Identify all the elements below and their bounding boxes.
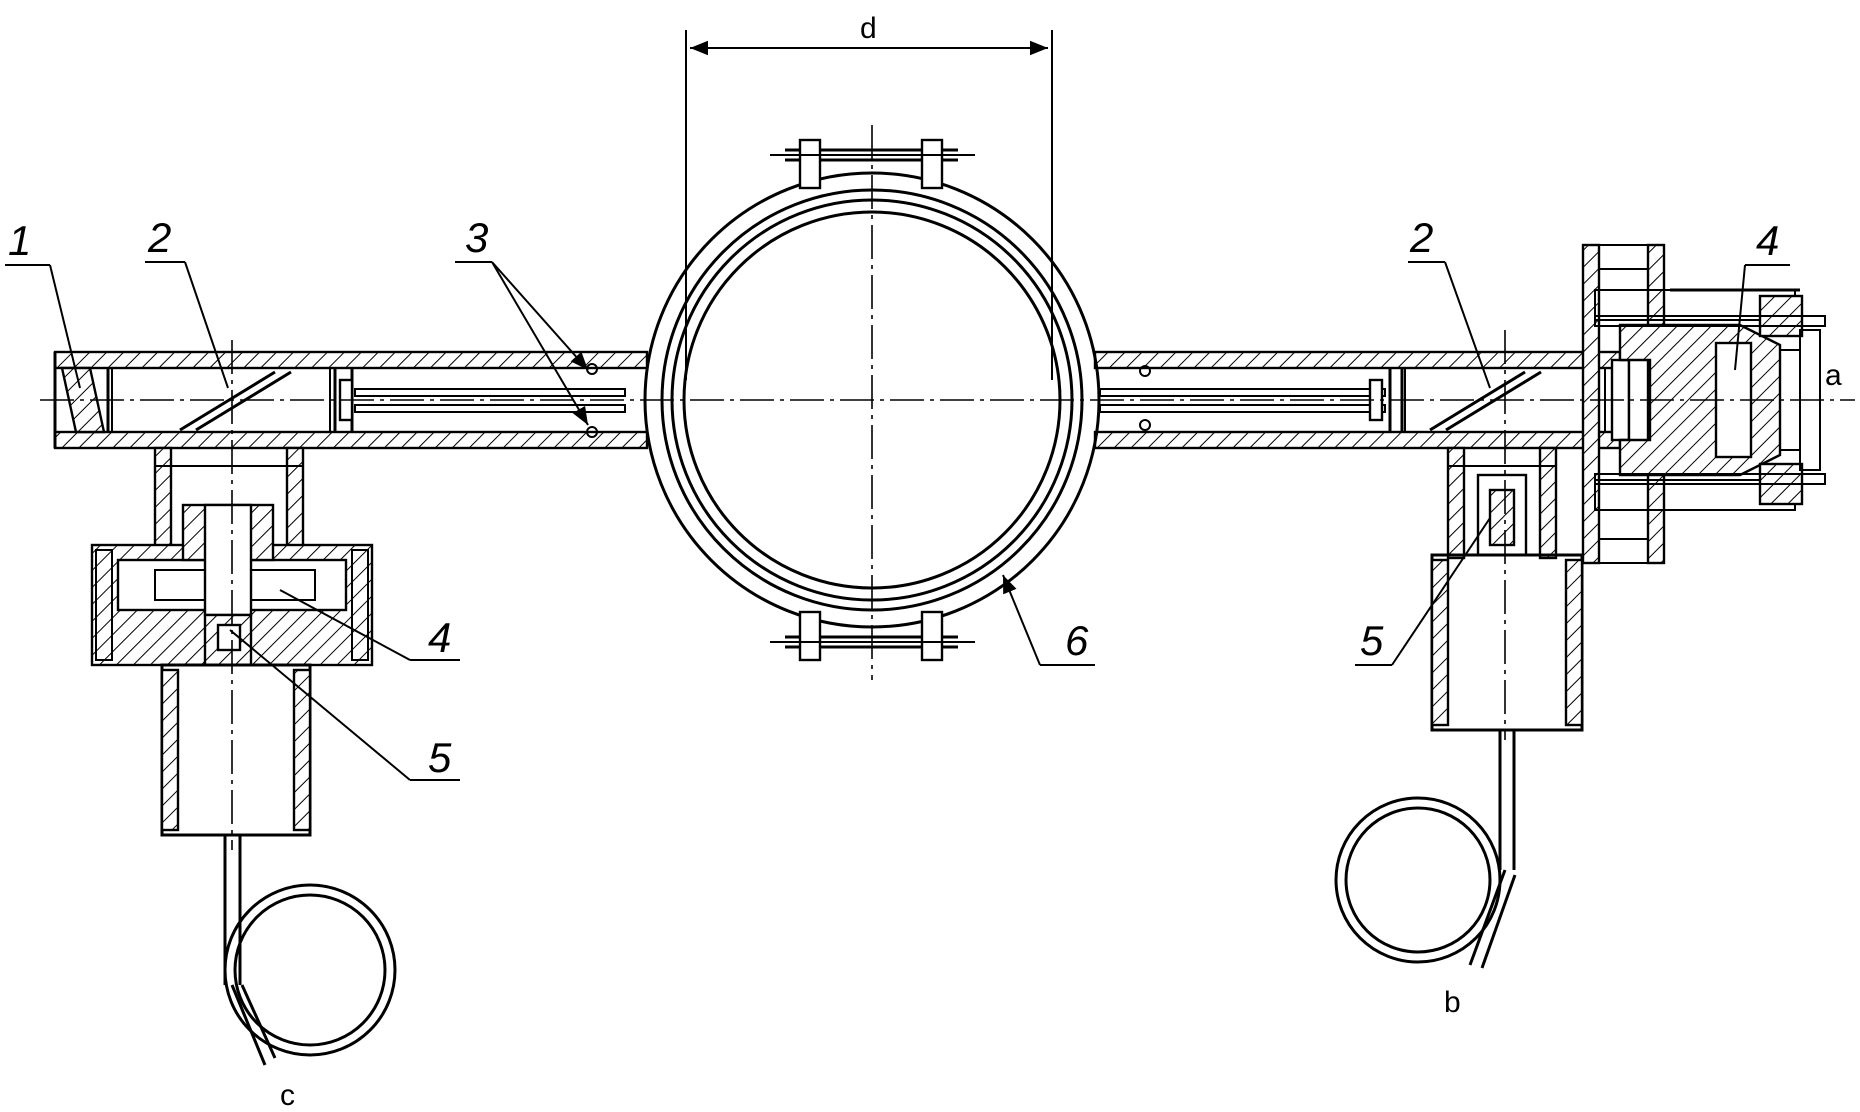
leader-lines xyxy=(5,261,1790,781)
label-a: a xyxy=(1825,359,1842,392)
left-cable-coil xyxy=(223,883,397,1066)
letter-labels: d a b c xyxy=(280,12,1842,1112)
center-lines xyxy=(40,125,1855,850)
guide-bars-right xyxy=(1099,365,1386,431)
left-branch-tube xyxy=(153,446,305,550)
label-part-4-right: 4 xyxy=(1756,217,1779,264)
label-d: d xyxy=(860,12,877,45)
label-part-3: 3 xyxy=(465,214,488,261)
label-b: b xyxy=(1444,986,1461,1019)
right-end-assembly-part-4 xyxy=(1581,243,1826,565)
dimension-d xyxy=(685,30,1053,380)
right-branch-tube xyxy=(1446,446,1558,560)
label-part-2-right: 2 xyxy=(1409,214,1433,261)
label-part-5-left: 5 xyxy=(428,734,452,781)
left-detector-housing xyxy=(160,663,312,985)
label-part-4-left: 4 xyxy=(428,614,451,661)
label-c: c xyxy=(280,1079,295,1112)
label-part-6: 6 xyxy=(1065,617,1089,664)
part-labels: 1 2 3 2 4 4 5 6 5 xyxy=(8,214,1779,781)
label-part-1: 1 xyxy=(8,217,31,264)
label-part-2-left: 2 xyxy=(147,214,171,261)
waveguide-left xyxy=(53,350,649,450)
label-part-5-right: 5 xyxy=(1360,617,1384,664)
right-detector-housing xyxy=(1430,553,1584,870)
right-cable-coil xyxy=(1334,796,1517,969)
